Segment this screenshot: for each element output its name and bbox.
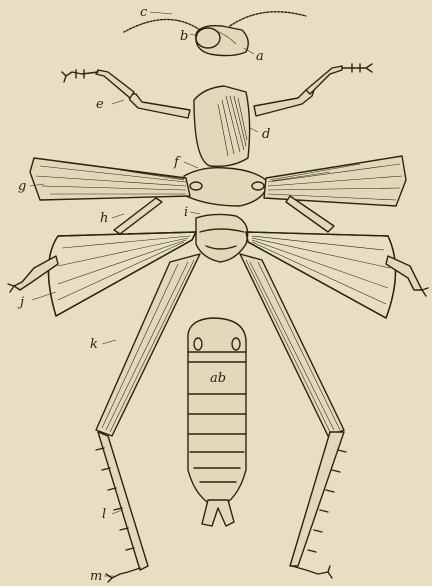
label-d: d	[262, 127, 270, 142]
head-part	[196, 26, 248, 56]
label-ab: ab	[210, 371, 226, 386]
forewing-left	[30, 158, 190, 200]
mid-tarsus-left	[8, 256, 58, 292]
label-l: l	[102, 507, 106, 522]
mesothorax-part	[184, 168, 268, 206]
label-h: h	[100, 211, 108, 226]
midleg-left	[114, 198, 162, 234]
foreleg-left	[62, 70, 190, 118]
label-e: e	[96, 97, 104, 112]
label-m: m	[90, 569, 102, 584]
antenna-left	[124, 19, 200, 32]
pronotum-part	[194, 86, 250, 166]
label-g: g	[18, 179, 26, 194]
hindleg-right	[240, 254, 346, 578]
mid-tarsus-right	[386, 256, 428, 296]
abdomen-part	[188, 318, 246, 526]
hindleg-left	[96, 254, 200, 582]
antenna-right	[230, 12, 306, 26]
label-f: f	[173, 155, 181, 170]
forewing-right	[264, 156, 406, 206]
label-b: b	[180, 29, 188, 44]
label-j: j	[17, 295, 24, 310]
label-i: i	[184, 205, 188, 220]
label-a: a	[256, 49, 264, 64]
label-c: c	[140, 5, 148, 20]
label-k: k	[90, 337, 98, 352]
foreleg-right	[254, 64, 372, 116]
